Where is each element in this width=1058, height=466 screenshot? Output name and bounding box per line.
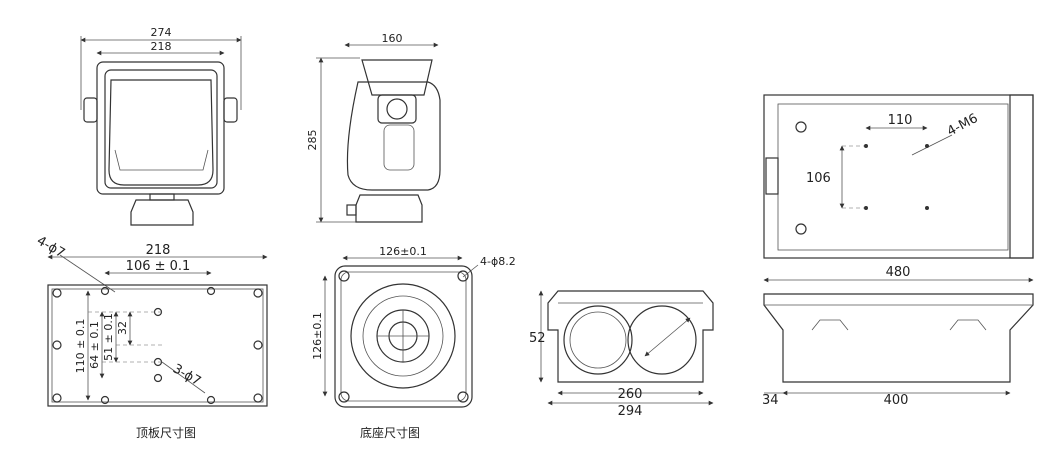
housing-front-view: 52 260 294 [529, 290, 714, 419]
dim-285: 285 [306, 130, 319, 151]
dim-housing-400: 400 [884, 393, 909, 408]
base-drawing: 126±0.1 126±0.1 4-ϕ8.2 底座尺寸图 [311, 245, 516, 440]
dim-plan-106: 106 [806, 171, 831, 186]
dim-base-holes: 4-ϕ8.2 [480, 255, 516, 268]
housing-plan-view: 110 106 4-M6 [763, 94, 1034, 259]
dim-top-plate-64: 64 ± 0.1 [88, 321, 101, 369]
caption-base: 底座尺寸图 [360, 425, 420, 440]
dim-housing-34: 34 [762, 393, 779, 408]
housing-side-view: 480 34 400 [762, 265, 1034, 408]
dim-top-plate-51: 51 ± 0.1 [102, 313, 115, 361]
dim-base-126-v: 126±0.1 [311, 312, 324, 360]
dim-top-plate-218: 218 [146, 243, 171, 258]
dim-274: 274 [151, 26, 172, 39]
caption-top-plate: 顶板尺寸图 [136, 426, 196, 440]
dim-housing-480: 480 [886, 265, 911, 280]
dim-top-plate-3holes: 3-ϕ7 [170, 361, 203, 389]
dim-top-plate-106: 106 ± 0.1 [126, 259, 191, 274]
dim-218: 218 [151, 40, 172, 53]
dim-front-294: 294 [618, 404, 643, 419]
dim-front-260: 260 [618, 387, 643, 402]
dim-top-plate-32: 32 [116, 321, 129, 335]
dim-plan-110: 110 [888, 113, 913, 128]
dim-plan-screws: 4-M6 [945, 111, 981, 139]
dim-base-126-h: 126±0.1 [379, 245, 427, 258]
top-plate-drawing: 218 106 ± 0.1 4-ϕ7 110 ± 0.1 64 ± 0.1 51… [34, 233, 268, 440]
dim-top-plate-110: 110 ± 0.1 [74, 319, 87, 374]
pantilt-front-view: 274 218 [80, 26, 242, 226]
pantilt-side-view: 160 285 [306, 32, 441, 223]
dim-160: 160 [382, 32, 403, 45]
dim-front-52: 52 [529, 331, 546, 346]
